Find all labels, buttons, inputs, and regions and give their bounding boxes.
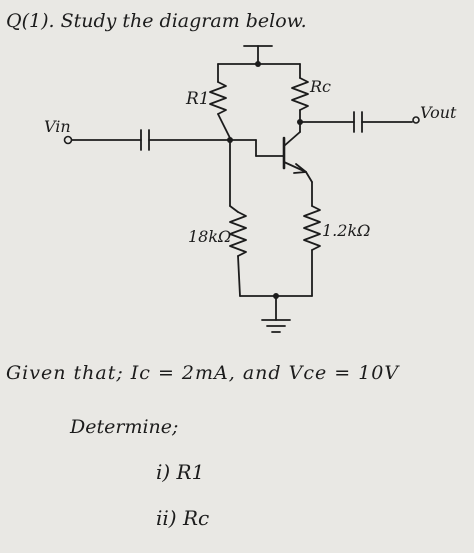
top-rail-junction <box>255 61 261 67</box>
re-resistor <box>303 205 321 251</box>
r2-lead-bottom <box>237 255 241 297</box>
label-r-bottom-right: 1.2kΩ <box>322 221 370 240</box>
vout-terminal <box>412 116 420 124</box>
r1-lead-bottom <box>217 113 231 139</box>
transistor-emitter <box>283 161 307 173</box>
r1-resistor <box>209 81 227 115</box>
part-2: ii) Rc <box>156 506 210 530</box>
label-r-bottom-left: 18kΩ <box>188 227 231 246</box>
vin-terminal <box>63 135 73 145</box>
rc-resistor <box>291 77 309 111</box>
label-rc: Rc <box>309 77 331 96</box>
question-title: Q(1). Study the diagram below. <box>6 10 307 32</box>
label-r1: R1 <box>185 89 210 109</box>
label-vin: Vin <box>44 117 71 136</box>
given-line: Given that; Ic = 2mA, and Vce = 10V <box>6 362 400 384</box>
collector-junction <box>297 119 303 125</box>
r2-lead-shift <box>229 205 239 213</box>
emitter-wire <box>305 171 313 183</box>
transistor-collector <box>283 131 301 147</box>
label-vout: Vout <box>420 103 457 122</box>
determine-line: Determine; <box>70 416 179 438</box>
r2-resistor <box>229 211 247 257</box>
part-1: i) R1 <box>156 460 205 484</box>
